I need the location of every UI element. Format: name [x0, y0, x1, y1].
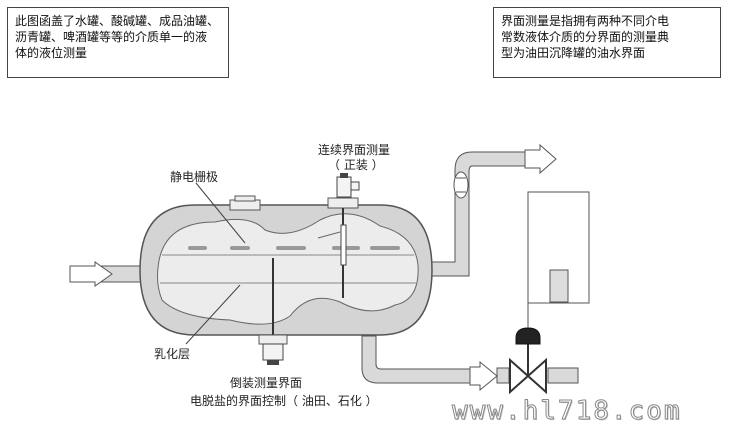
valve-actuator — [515, 327, 541, 345]
top-nozzle-right — [327, 197, 359, 209]
note-left-line-2: 沥青罐、啤酒罐等等的介质单一的液 — [15, 30, 208, 44]
valve-body-2 — [526, 357, 547, 395]
bottom-transmitter — [262, 343, 284, 361]
outlet-flange — [453, 171, 469, 199]
label-desalting: 电脱盐的界面控制（ 油田、石化 ） — [190, 394, 378, 408]
note-right-line-1: 界面测量是指拥有两种不同介电 — [501, 14, 670, 28]
label-emulsion: 乳化层 — [154, 347, 191, 361]
label-continuous-measurement: 连续界面测量 — [318, 143, 391, 157]
top-transmitter — [336, 176, 352, 198]
note-single-medium: 此图函盖了水罐、酸碱罐、成品油罐、 沥青罐、啤酒罐等等的介质单一的液 体的液位测… — [7, 7, 229, 78]
note-left-line-3: 体的液位测量 — [15, 46, 88, 60]
note-interface-measurement: 界面测量是指拥有两种不同介电 常数液体介质的分界面的测量典 型为油田沉降罐的油水… — [493, 7, 721, 78]
label-inverted: 倒装测量界面 — [230, 376, 303, 390]
valve-pipe-left — [496, 367, 510, 384]
watermark: www.hl718.com — [452, 396, 682, 427]
valve-pipe-right — [547, 367, 579, 384]
inner-liquid — [157, 213, 419, 325]
note-left-line-1: 此图函盖了水罐、酸碱罐、成品油罐、 — [15, 14, 220, 28]
bottom-nozzle — [258, 334, 288, 345]
outlet-arrow-top — [524, 143, 557, 175]
outlet-pipe-top — [429, 151, 526, 277]
note-right-line-2: 常数液体介质的分界面的测量典 — [501, 30, 670, 44]
outlet-arrow-bottom — [469, 360, 498, 392]
note-right-line-3: 型为油田沉降罐的油水界面 — [501, 46, 646, 60]
controller-display — [549, 269, 569, 303]
outlet-pipe-bottom — [361, 335, 471, 384]
label-static-grid: 静电栅极 — [170, 170, 219, 184]
valve-body — [509, 357, 530, 395]
label-top-mounted: （ 正装 ） — [328, 158, 384, 172]
inlet-arrow — [69, 261, 113, 287]
